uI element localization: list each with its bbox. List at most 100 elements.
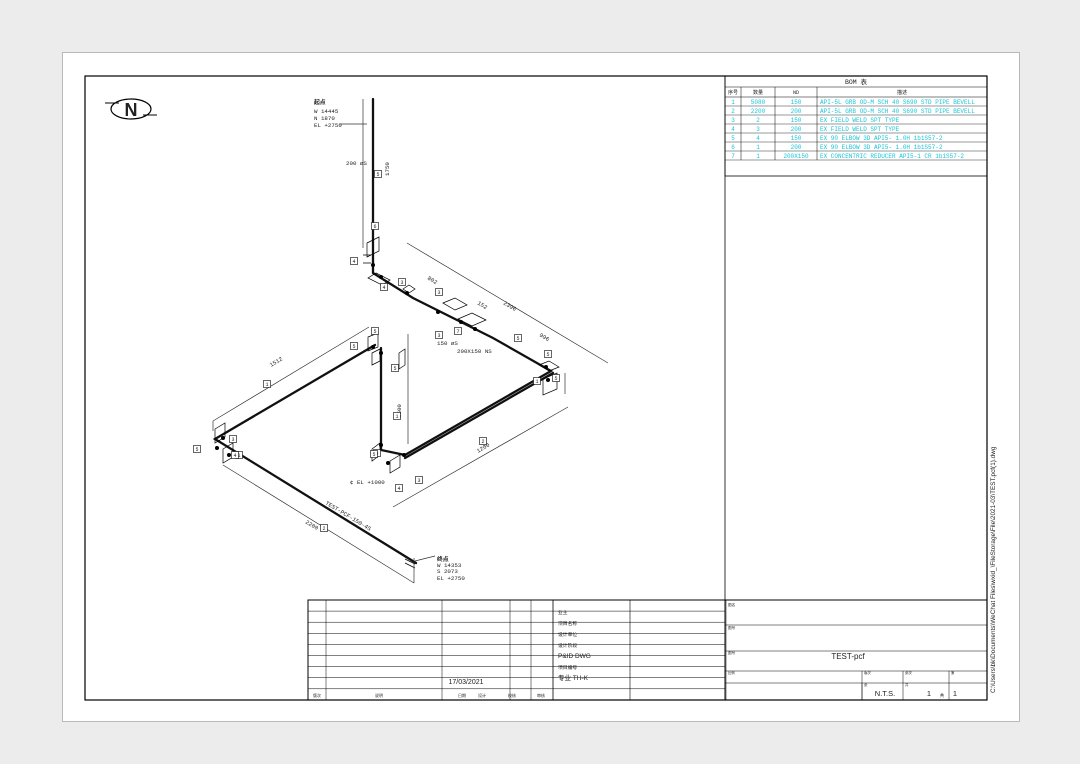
- bom-title: BOM 表: [845, 77, 868, 86]
- file-path-label: C:\Users\bk\Documents\WeChat Files\wxid_…: [990, 446, 997, 693]
- drawing-border: [84, 75, 988, 701]
- bom-header-2: ND: [793, 90, 799, 96]
- titleblock-small-label: 版次: [864, 670, 871, 675]
- svg-text:2: 2: [322, 526, 325, 532]
- item-callout: 5: [391, 364, 399, 372]
- bom-cell: EX FIELD WELD SPT TYPE: [820, 117, 900, 124]
- dim-1512: 1512: [268, 355, 284, 368]
- bom-cell: 2: [756, 117, 760, 124]
- item-callout: 5: [514, 334, 522, 342]
- bom-header-3: 描述: [897, 89, 907, 96]
- titleblock-label: 设计阶段: [558, 642, 577, 649]
- drawing-name: TEST-pcf: [831, 652, 865, 661]
- svg-text:3: 3: [231, 437, 234, 443]
- svg-text:5: 5: [393, 366, 396, 372]
- titleblock-label: 项目名称: [558, 620, 577, 627]
- item-callout: 5: [350, 342, 358, 350]
- item-callout: 7: [454, 327, 462, 335]
- item-callout: 3: [415, 476, 423, 484]
- svg-text:2: 2: [481, 439, 484, 445]
- item-callout: 5: [371, 327, 379, 335]
- dim-2200: 2200: [304, 519, 320, 532]
- bom-cell: API-5L GRB OD-M SCH 40 S690 STD PIPE BEV…: [820, 99, 975, 106]
- svg-text:3: 3: [417, 478, 420, 484]
- bom-cell: EX FIELD WELD SPT TYPE: [820, 126, 900, 133]
- end-elevation: EL +2750: [437, 575, 465, 582]
- bom-cell: EX 90 ELBOW 3D API5- 1.0H 1b1S57-2: [820, 144, 943, 151]
- titleblock-column-header: 校核: [508, 692, 516, 698]
- bom-cell: 4: [756, 135, 760, 142]
- bom-cell: 7: [731, 153, 735, 160]
- svg-text:3: 3: [400, 280, 403, 286]
- titleblock-field-label: 图名: [728, 602, 736, 607]
- titleblock-column-header: 说明: [375, 692, 383, 698]
- svg-text:7: 7: [456, 329, 459, 335]
- dim-996: 996: [538, 332, 551, 344]
- item-callout: 5: [552, 374, 560, 382]
- item-callout: 1: [393, 412, 401, 420]
- end-tag: 终点: [437, 555, 449, 563]
- item-callouts: 564433375515555143213154254: [193, 170, 560, 532]
- end-w-coord: W 14353: [437, 562, 462, 569]
- dim-1500: 1500: [396, 404, 403, 418]
- sheet-number: 1: [927, 689, 931, 698]
- bom-cell: 2: [731, 108, 735, 115]
- titleblock-column-header: 审核: [537, 692, 545, 698]
- bom-cell: 4: [731, 126, 735, 133]
- bom-cell: 5080: [751, 99, 766, 106]
- dim-802: 802: [426, 275, 439, 287]
- item-callout: 3: [435, 331, 443, 339]
- dim-1750: 1750: [384, 162, 391, 176]
- item-callout: 4: [380, 283, 388, 291]
- sheet-total: 1: [953, 689, 957, 698]
- item-callout: 3: [435, 288, 443, 296]
- svg-text:5: 5: [352, 344, 355, 350]
- svg-text:5: 5: [376, 172, 379, 178]
- start-tag: 起点: [313, 98, 326, 106]
- item-callout: 5: [370, 450, 378, 458]
- svg-text:3: 3: [437, 290, 440, 296]
- bom-cell: 6: [731, 144, 735, 151]
- scale-value: N.T.S.: [875, 689, 895, 698]
- titleblock-small-label: 第: [951, 670, 955, 675]
- size-reducer-label: 200X150 NS: [457, 348, 492, 355]
- svg-text:5: 5: [546, 352, 549, 358]
- dim-152: 152: [476, 300, 489, 312]
- titleblock-small-label: 张: [864, 682, 868, 687]
- item-callout: 4: [395, 484, 403, 492]
- titleblock-small-label: 比例: [728, 670, 735, 675]
- bom-cell: 1: [756, 144, 760, 151]
- pipeline-tag: TEST-PCF-150-4S: [324, 500, 373, 533]
- svg-text:3: 3: [437, 333, 440, 339]
- svg-text:4: 4: [382, 285, 385, 291]
- dim-2396: 2396: [502, 300, 518, 313]
- item-callout: 5: [544, 350, 552, 358]
- titleblock-column-header: 版次: [313, 692, 321, 698]
- bom-cell: 200: [791, 108, 802, 115]
- revision-date: 17/03/2021: [448, 679, 483, 686]
- bom-cell: 3: [731, 117, 735, 124]
- item-callout: 2: [479, 437, 487, 445]
- end-s-coord: S 2073: [437, 568, 458, 575]
- start-w-coord: W 14445: [314, 108, 339, 115]
- svg-text:5: 5: [373, 329, 376, 335]
- bom-cell: 200X150: [783, 153, 809, 160]
- titleblock-column-header: 日期: [458, 692, 466, 698]
- svg-text:4: 4: [397, 486, 400, 492]
- bom-cell: 1: [731, 99, 735, 106]
- item-callout: 2: [320, 524, 328, 532]
- item-callout: 1: [263, 380, 271, 388]
- titleblock-label: 设计单位: [558, 631, 577, 638]
- start-n-coord: N 1870: [314, 115, 335, 122]
- svg-text:4: 4: [233, 453, 236, 459]
- annotations: 起点 W 14445 N 1870 EL +2750 1750 200 øS 8…: [268, 98, 551, 582]
- svg-text:5: 5: [554, 376, 557, 382]
- titleblock-label: 项目编号: [558, 664, 577, 671]
- titleblock-label: P&ID DWG: [558, 653, 591, 660]
- titleblock-label: 业主: [558, 609, 568, 616]
- sheet-separator: 共: [940, 692, 945, 699]
- svg-text:5: 5: [195, 447, 198, 453]
